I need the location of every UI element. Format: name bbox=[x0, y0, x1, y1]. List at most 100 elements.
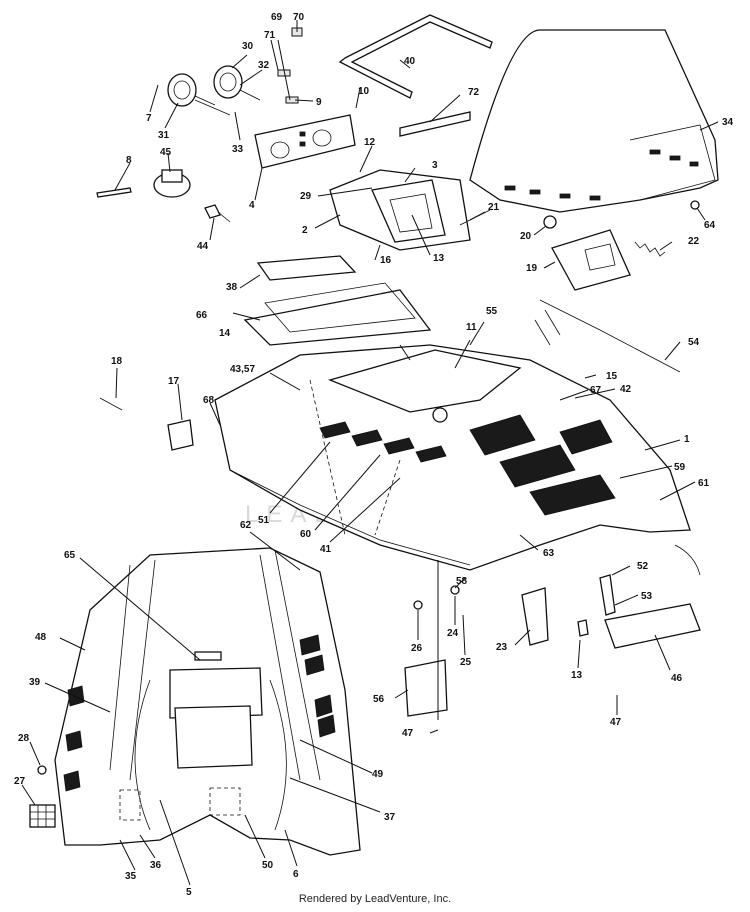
gasket bbox=[256, 255, 357, 281]
callout-58: 58 bbox=[456, 576, 468, 587]
headlight bbox=[551, 229, 631, 291]
grommet-26 bbox=[413, 600, 423, 610]
callout-61: 61 bbox=[698, 478, 710, 489]
grille bbox=[29, 804, 56, 828]
callout-19: 19 bbox=[526, 263, 538, 274]
callout-62: 62 bbox=[240, 520, 252, 531]
callout-26: 26 bbox=[411, 643, 423, 654]
callout-66: 66 bbox=[196, 310, 208, 321]
callout-72: 72 bbox=[468, 87, 480, 98]
leader-lines bbox=[21, 20, 719, 886]
callout-44: 44 bbox=[197, 241, 209, 252]
bracket-17 bbox=[167, 419, 194, 451]
callout-2: 2 bbox=[302, 225, 308, 236]
callout-11: 11 bbox=[466, 322, 477, 333]
callout-49: 49 bbox=[372, 769, 384, 780]
gauges bbox=[167, 65, 261, 116]
callout-32: 32 bbox=[258, 60, 270, 71]
callout-63: 63 bbox=[543, 548, 555, 559]
callout-labels: 69 70 71 30 32 7 9 31 33 10 40 72 3 4 8 4… bbox=[14, 12, 734, 898]
callout-25: 25 bbox=[460, 657, 472, 668]
callout-21: 21 bbox=[488, 202, 500, 213]
callout-14: 14 bbox=[219, 328, 231, 339]
callout-8: 8 bbox=[126, 155, 132, 166]
callout-51: 51 bbox=[258, 515, 270, 526]
clip-13 bbox=[577, 619, 589, 637]
callout-13-top: 13 bbox=[433, 253, 445, 264]
windshield bbox=[469, 29, 719, 213]
footer-credit: Rendered by LeadVenture, Inc. bbox=[298, 893, 452, 905]
callout-6: 6 bbox=[293, 869, 299, 880]
decal bbox=[399, 111, 471, 137]
callout-48: 48 bbox=[35, 632, 47, 643]
callout-40: 40 bbox=[404, 56, 416, 67]
callout-55: 55 bbox=[486, 306, 498, 317]
plate-46 bbox=[604, 603, 701, 649]
windshield-trim bbox=[338, 14, 493, 99]
callout-50: 50 bbox=[262, 860, 274, 871]
callout-12: 12 bbox=[364, 137, 376, 148]
console bbox=[329, 169, 471, 251]
screw-64 bbox=[690, 200, 700, 210]
callout-41: 41 bbox=[320, 544, 332, 555]
callout-70: 70 bbox=[293, 12, 305, 23]
hook-61-right bbox=[674, 544, 701, 576]
callout-56: 56 bbox=[373, 694, 385, 705]
callout-36: 36 bbox=[150, 860, 162, 871]
bracket-23 bbox=[521, 587, 549, 646]
callout-69: 69 bbox=[271, 12, 283, 23]
callout-28: 28 bbox=[18, 733, 30, 744]
callout-46: 46 bbox=[671, 673, 683, 684]
callout-47-left: 47 bbox=[402, 728, 414, 739]
callout-65: 65 bbox=[64, 550, 76, 561]
callout-3: 3 bbox=[432, 160, 438, 171]
callout-23: 23 bbox=[496, 642, 508, 653]
callout-13-bottom: 13 bbox=[571, 670, 583, 681]
callout-68: 68 bbox=[203, 395, 215, 406]
callout-60: 60 bbox=[300, 529, 312, 540]
spring bbox=[634, 241, 666, 257]
callout-9: 9 bbox=[316, 97, 322, 108]
callout-4: 4 bbox=[249, 200, 255, 211]
wiring-harness bbox=[534, 299, 681, 373]
callout-45: 45 bbox=[160, 147, 172, 158]
callout-64: 64 bbox=[704, 220, 716, 231]
callout-10: 10 bbox=[358, 86, 370, 97]
hood-underside bbox=[54, 547, 361, 856]
callout-5: 5 bbox=[186, 887, 192, 898]
callout-42: 42 bbox=[620, 384, 632, 395]
cable-end bbox=[99, 397, 123, 411]
callout-37: 37 bbox=[384, 812, 396, 823]
callout-1: 1 bbox=[684, 434, 690, 445]
callout-39: 39 bbox=[29, 677, 41, 688]
callout-7: 7 bbox=[146, 113, 152, 124]
callout-31: 31 bbox=[158, 130, 170, 141]
callout-71: 71 bbox=[264, 30, 276, 41]
callout-38: 38 bbox=[226, 282, 238, 293]
gauge-panel bbox=[254, 114, 356, 169]
callout-30: 30 bbox=[242, 41, 254, 52]
callout-15: 15 bbox=[606, 371, 618, 382]
callout-33: 33 bbox=[232, 144, 244, 155]
access-cover bbox=[243, 282, 432, 346]
callout-35: 35 bbox=[125, 871, 137, 882]
callout-53: 53 bbox=[641, 591, 653, 602]
callout-18: 18 bbox=[111, 356, 123, 367]
hood bbox=[214, 344, 691, 571]
callout-52: 52 bbox=[637, 561, 649, 572]
screw-28 bbox=[37, 765, 47, 775]
callout-29: 29 bbox=[300, 191, 312, 202]
bulb bbox=[543, 215, 557, 229]
callout-67: 67 bbox=[590, 385, 602, 396]
callout-59: 59 bbox=[674, 462, 686, 473]
bracket-56 bbox=[404, 659, 448, 717]
callout-16: 16 bbox=[380, 255, 392, 266]
switches bbox=[277, 27, 303, 104]
callout-54: 54 bbox=[688, 337, 700, 348]
nut-24 bbox=[450, 585, 460, 595]
strap-52 bbox=[599, 574, 616, 616]
callout-22: 22 bbox=[688, 236, 700, 247]
callout-24: 24 bbox=[447, 628, 459, 639]
callout-17: 17 bbox=[168, 376, 180, 387]
